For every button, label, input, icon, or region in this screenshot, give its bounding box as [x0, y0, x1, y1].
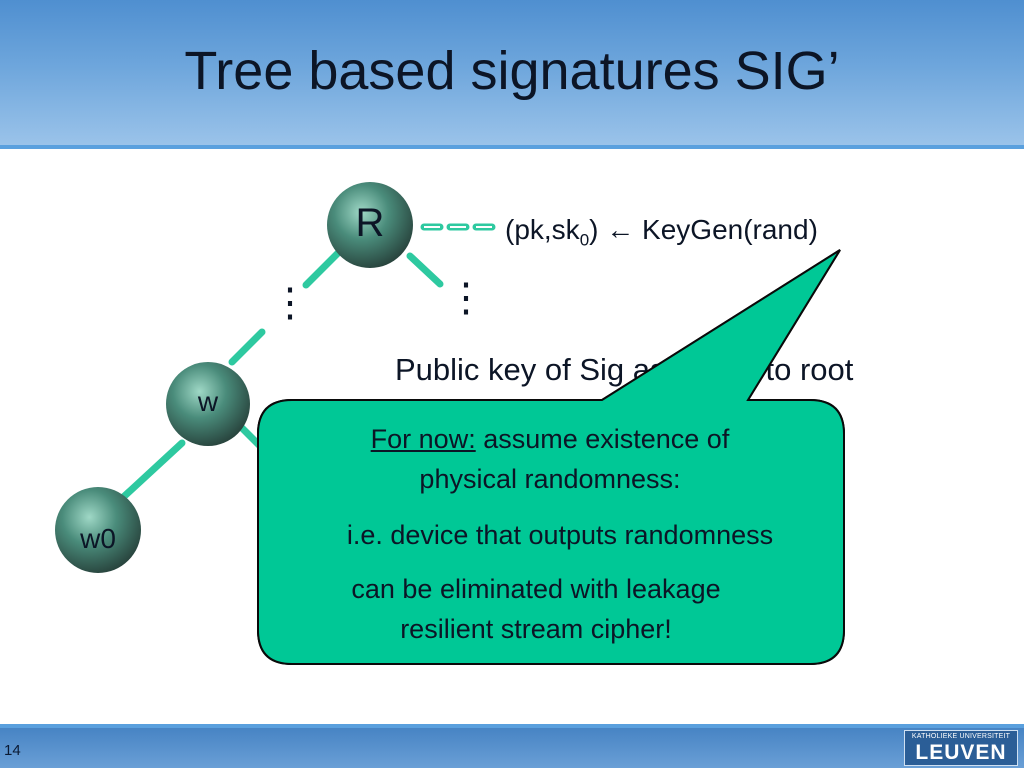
edge-w-up: [228, 328, 266, 366]
logo-top-text: KATHOLIEKE UNIVERSITEIT: [911, 733, 1011, 740]
node-root: [327, 182, 413, 268]
header-divider: [0, 145, 1024, 149]
node-w0-label: w0: [80, 523, 116, 554]
callout-line-5: resilient stream cipher!: [400, 614, 672, 644]
node-root-label: R: [355, 201, 385, 245]
slide-footer: [0, 728, 1024, 768]
slide-title: Tree based signatures SIG’: [184, 41, 840, 101]
edge-w-w0: [114, 439, 186, 506]
callout-line-3: i.e. device that outputs randomness: [346, 520, 774, 550]
pubkey-caption: Public key of Sig assigned to root: [395, 352, 854, 387]
fornow-label: For now:: [370, 424, 476, 454]
ellipsis-left: ⋮: [270, 281, 310, 325]
keygen-formula: (pk,sk0) ← KeyGen(rand): [505, 214, 818, 250]
slide-header: [0, 0, 1024, 148]
footer-divider: [0, 724, 1024, 728]
callout-line-4: can be eliminated with leakage: [351, 574, 721, 604]
edge-root-left: [302, 249, 342, 289]
page-number: 14: [4, 742, 21, 759]
node-w: [166, 362, 250, 446]
node-w-label: w: [197, 386, 219, 417]
edge-root-right: [406, 252, 444, 288]
logo-bottom-text: LEUVEN: [915, 741, 1007, 764]
university-logo: KATHOLIEKE UNIVERSITEIT LEUVEN: [904, 730, 1018, 766]
ellipsis-right: ⋮: [446, 276, 486, 320]
callout-line-2: physical randomness:: [419, 464, 681, 494]
node-w0: [55, 487, 141, 573]
callout-line-1: For now: assume existence of: [370, 424, 730, 454]
